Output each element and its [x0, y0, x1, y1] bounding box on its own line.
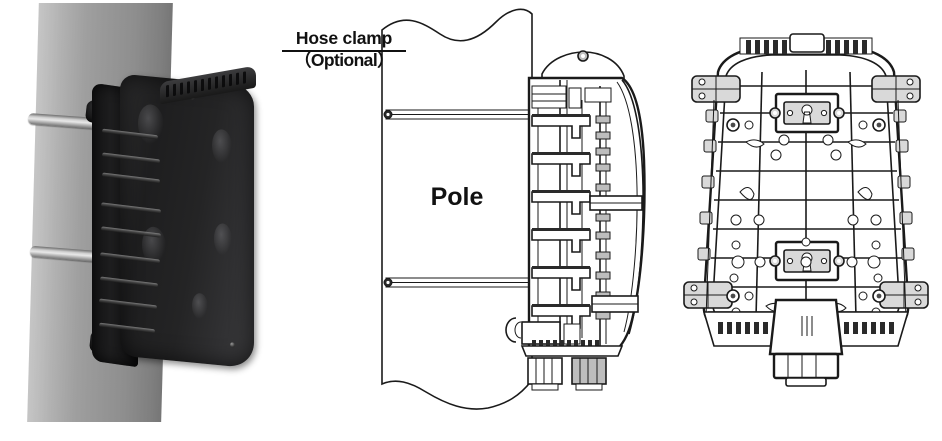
base-mid-plate	[563, 323, 581, 345]
hinge-roller	[505, 317, 517, 343]
top-right-block	[584, 87, 612, 103]
side-view-svg: Pole	[381, 8, 646, 410]
vent-slot	[166, 84, 169, 98]
vent-slot	[194, 79, 197, 93]
side-latch	[595, 163, 611, 172]
corner-bracket-bottom-left	[683, 281, 733, 309]
hose-clamp-upper-drawing	[383, 109, 537, 120]
tray-edge	[532, 114, 590, 117]
corner-bracket-top-left	[691, 75, 741, 103]
enclosure-front-face	[120, 73, 254, 369]
cable-gland-right	[571, 357, 607, 391]
top-vent-comb	[739, 33, 873, 55]
side-latch	[595, 183, 611, 192]
hose-clamp-label-line1: Hose clamp	[295, 28, 393, 48]
rear-view-panel	[670, 0, 942, 441]
vent-slot	[187, 81, 190, 94]
cable-gland-tip	[785, 377, 827, 387]
cable-port-block	[768, 298, 844, 387]
top-mid-block	[568, 87, 582, 109]
photo-inner	[0, 0, 270, 441]
bottom-comb-teeth	[718, 322, 894, 334]
product-photo-panel	[0, 0, 270, 441]
hose-clamp-callout: Hose clamp （Optional）	[280, 28, 408, 71]
top-handle	[789, 33, 825, 53]
tray-edge	[532, 304, 590, 307]
tray-edge	[532, 228, 590, 231]
side-latch	[595, 311, 611, 320]
vent-slot	[173, 83, 176, 97]
vent-slot	[208, 77, 211, 90]
side-view-panel: Hose clamp （Optional） Pole	[270, 0, 670, 441]
tray-edge	[532, 152, 590, 155]
surface-highlight	[214, 222, 232, 257]
side-latch	[595, 251, 611, 260]
tray-edge	[532, 190, 590, 193]
keyhole-plate-upper	[769, 92, 845, 134]
cable-gland-left	[527, 357, 563, 391]
screw-head	[230, 342, 235, 348]
pole-label: Pole	[431, 183, 484, 211]
surface-highlight	[138, 103, 164, 146]
hose-clamp-label-line2: （Optional）	[294, 50, 395, 70]
side-latch	[595, 115, 611, 124]
triangle-emboss	[192, 292, 208, 321]
side-latch	[595, 231, 611, 240]
tray-latch	[531, 267, 591, 291]
right-edge-latches	[893, 99, 915, 319]
base-comb-teeth	[532, 340, 599, 349]
side-latch	[595, 271, 611, 280]
vent-slot	[222, 75, 225, 88]
rear-view-svg	[683, 33, 929, 387]
corner-bracket-top-right	[871, 75, 921, 103]
hose-clamp-lower-drawing	[383, 277, 537, 288]
corner-bracket-bottom-right	[879, 281, 929, 309]
tray-edge	[532, 266, 590, 269]
vent-slot	[236, 72, 239, 86]
vent-slot	[180, 82, 183, 95]
base-skirt	[520, 345, 624, 357]
left-edge-latches	[697, 99, 719, 319]
callout-underline	[282, 50, 406, 52]
surface-highlight	[212, 128, 232, 165]
tray-latch	[531, 229, 591, 253]
tray-latch	[531, 153, 591, 177]
top-left-block	[531, 85, 567, 109]
splice-tray-stack	[531, 114, 591, 329]
vent-slot	[215, 76, 218, 89]
closure-side-profile	[505, 50, 646, 391]
side-latch	[595, 213, 611, 222]
vent-slot	[229, 73, 232, 87]
vent-slot	[243, 71, 246, 84]
tray-latch	[531, 115, 591, 139]
cable-gland-nut	[772, 352, 840, 380]
keyhole-slot	[801, 104, 813, 124]
side-latch	[595, 131, 611, 140]
vent-slot	[201, 78, 204, 92]
side-latch	[595, 147, 611, 156]
enclosure-photo	[84, 65, 256, 370]
